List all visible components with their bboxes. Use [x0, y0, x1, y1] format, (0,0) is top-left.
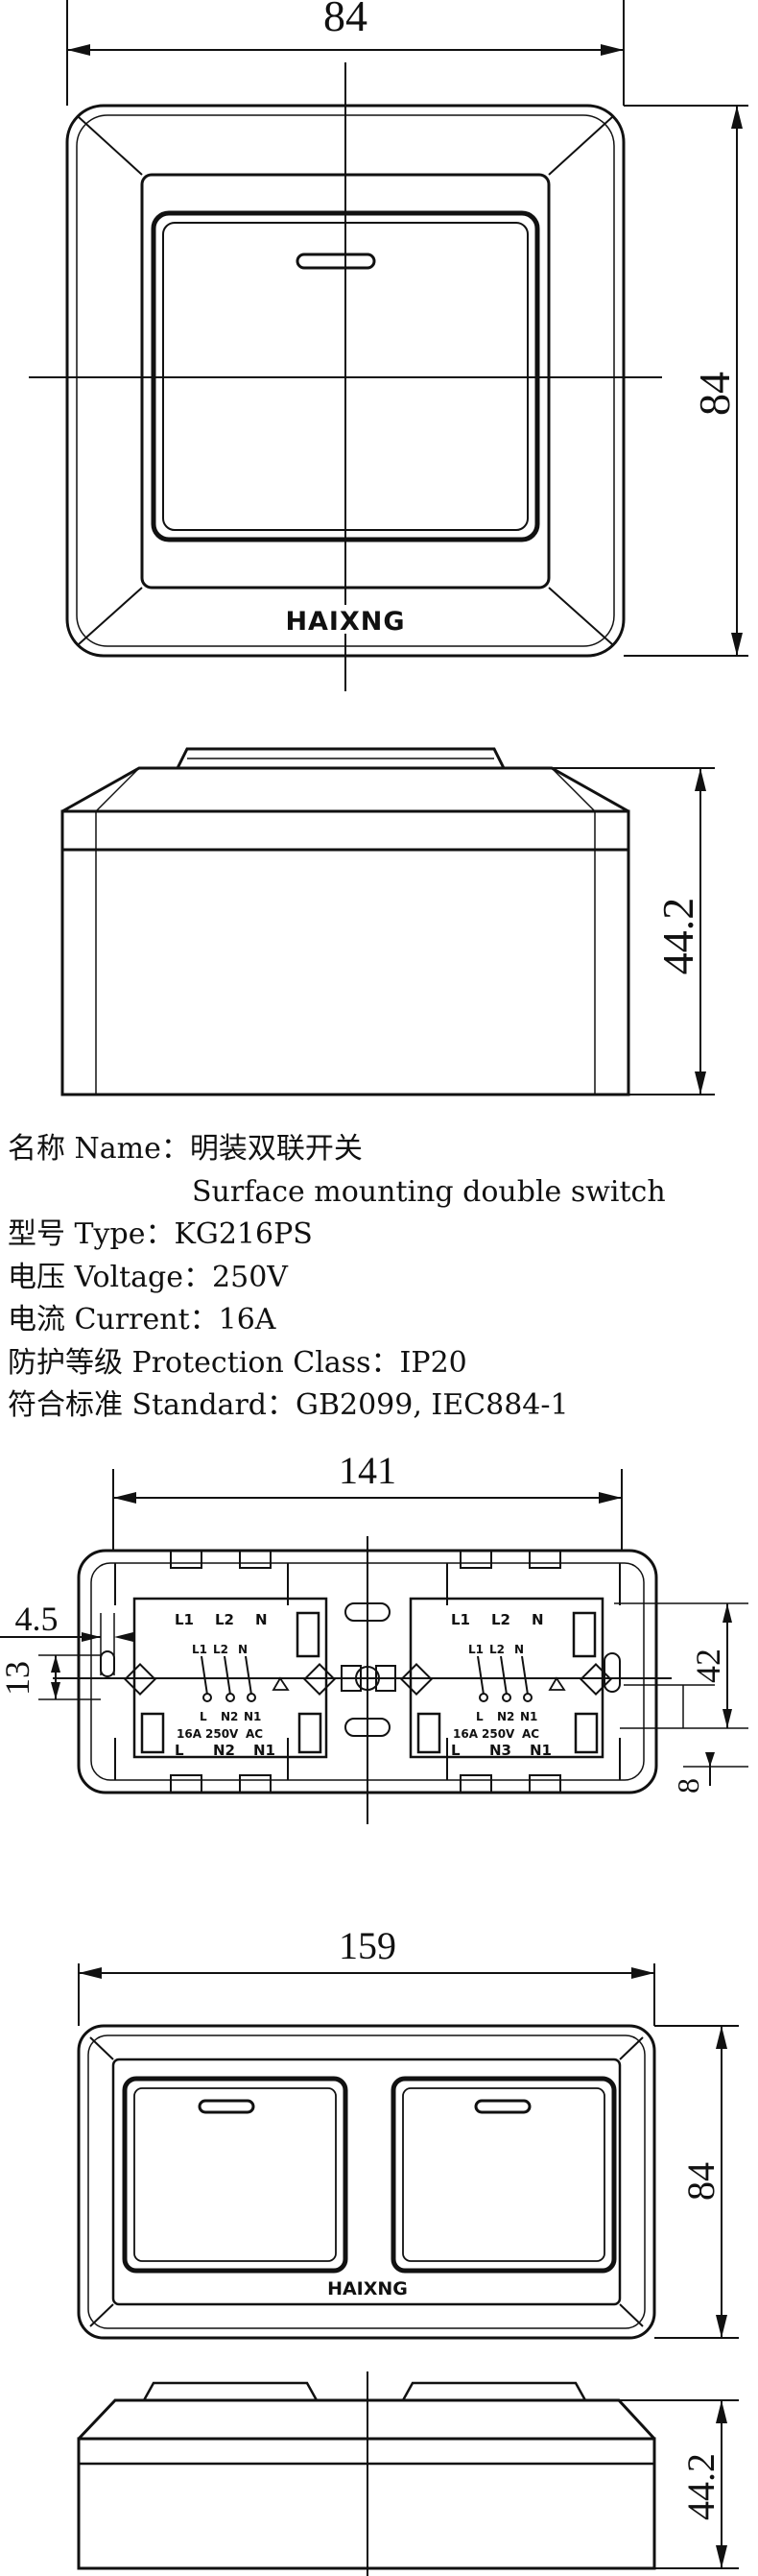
name-en: Surface mounting double switch	[192, 1174, 666, 1209]
spec-name-en-row: Surface mounting double switch	[8, 1171, 737, 1215]
single-side-view: 44.2	[60, 747, 715, 1096]
left-top-n: N	[255, 1611, 268, 1628]
standard-label: 符合标准 Standard：	[8, 1388, 296, 1422]
double-height-dim: 84	[679, 2162, 722, 2201]
right-mid-n: N	[514, 1643, 524, 1656]
left-mid-n: N	[238, 1643, 248, 1656]
brand-logo: HAIXNG	[285, 607, 405, 637]
double-depth-dim: 44.2	[679, 2453, 722, 2520]
front-height-dim: 84	[690, 372, 739, 416]
left-low-n2: N2	[221, 1710, 238, 1723]
spec-standard-row: 符合标准 Standard：GB2099, IEC884-1	[8, 1384, 737, 1428]
type-value: KG216PS	[174, 1217, 313, 1251]
voltage-label: 电压 Voltage：	[8, 1260, 213, 1294]
left-terminal-block	[132, 1597, 328, 1759]
protection-label: 防护等级 Protection Class：	[8, 1345, 400, 1380]
front-width-dim: 84	[323, 0, 367, 40]
left-bottom-n2: N2	[213, 1742, 235, 1759]
name-cn: 明装双联开关	[189, 1132, 363, 1166]
double-frame	[77, 2024, 656, 2340]
spec-type-row: 型号 Type：KG216PS	[8, 1214, 737, 1257]
right-bottom-n1: N1	[530, 1742, 552, 1759]
base-dim-4-5: 4.5	[15, 1600, 59, 1638]
right-rating-ac: AC	[522, 1727, 539, 1741]
type-label: 型号 Type：	[8, 1217, 175, 1251]
current-value: 16A	[218, 1303, 276, 1336]
left-low-n1: N1	[244, 1710, 261, 1723]
right-top-n: N	[532, 1611, 544, 1628]
spec-voltage-row: 电压 Voltage：250V	[8, 1257, 737, 1300]
base-dim-42: 42	[689, 1649, 727, 1683]
left-bottom-l: L	[175, 1742, 184, 1759]
left-top-l2: L2	[215, 1611, 234, 1628]
right-terminal-block	[409, 1597, 604, 1759]
base-dim-8: 8	[671, 1778, 705, 1794]
double-front-view: 159 HAIXNG 84	[77, 1924, 739, 2340]
spec-name-row: 名称 Name：明装双联开关	[8, 1128, 737, 1171]
left-rating-ac: AC	[246, 1727, 263, 1741]
right-top-l2: L2	[491, 1611, 510, 1628]
left-bottom-n1: N1	[253, 1742, 275, 1759]
right-low-n2: N2	[497, 1710, 514, 1723]
double-right-indicator	[474, 2099, 532, 2114]
left-low-l: L	[200, 1710, 207, 1723]
base-wiring-view: 141 L1 L2 N L1 L2 N L N2 N1	[0, 1449, 748, 1824]
name-label: 名称 Name：	[8, 1132, 190, 1166]
double-brand-logo: HAIXNG	[327, 2278, 408, 2299]
left-rating-current: 16A	[177, 1727, 202, 1741]
left-mid-l2: L2	[213, 1643, 228, 1656]
indicator-light	[296, 253, 376, 270]
right-bottom-n3: N3	[489, 1742, 511, 1759]
double-left-rocker	[122, 2076, 348, 2274]
current-label: 电流 Current：	[8, 1303, 219, 1336]
double-side-view: 44.2	[77, 2371, 739, 2576]
base-dim-13: 13	[0, 1661, 36, 1696]
side-depth-dim: 44.2	[653, 898, 702, 975]
double-right-rocker	[391, 2076, 617, 2274]
right-mid-l2: L2	[489, 1643, 505, 1656]
protection-value: IP20	[399, 1345, 467, 1380]
right-mid-l1: L1	[468, 1643, 484, 1656]
right-low-l: L	[476, 1710, 484, 1723]
spec-block: 名称 Name：明装双联开关 Surface mounting double s…	[8, 1128, 737, 1428]
right-bottom-l: L	[451, 1742, 461, 1759]
right-rating-current: 16A	[453, 1727, 479, 1741]
right-rating-voltage: 250V	[482, 1727, 515, 1741]
base-width-dim: 141	[339, 1449, 396, 1492]
double-left-indicator	[198, 2099, 255, 2114]
double-width-dim: 159	[339, 1924, 396, 1967]
left-rating-voltage: 250V	[205, 1727, 239, 1741]
spec-protection-row: 防护等级 Protection Class：IP20	[8, 1342, 737, 1385]
left-top-l1: L1	[175, 1611, 194, 1628]
right-top-l1: L1	[451, 1611, 470, 1628]
spec-current-row: 电流 Current：16A	[8, 1299, 737, 1342]
left-mid-l1: L1	[192, 1643, 207, 1656]
standard-value: GB2099, IEC884-1	[296, 1388, 569, 1422]
side-body	[60, 809, 630, 1096]
single-front-view: 84 84 HAIXNG	[29, 0, 748, 691]
voltage-value: 250V	[212, 1260, 288, 1294]
right-low-n1: N1	[520, 1710, 537, 1723]
